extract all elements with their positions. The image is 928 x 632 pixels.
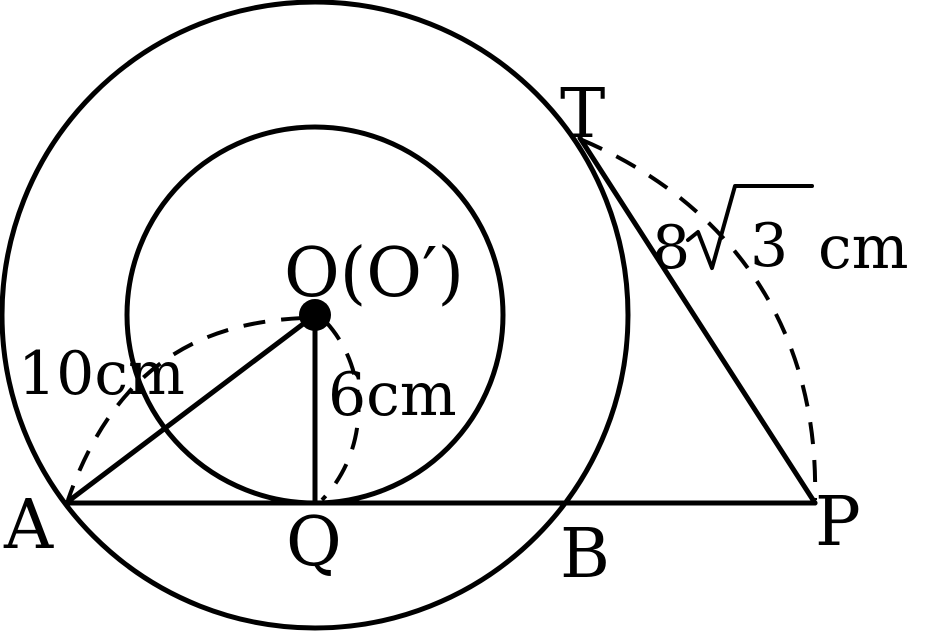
- label-a: A: [3, 486, 54, 565]
- label-p: P: [815, 483, 861, 562]
- sqrt-sign: [686, 184, 814, 270]
- center-point: [299, 299, 331, 331]
- label-q: Q: [286, 503, 342, 582]
- dashed-arc-oa: [66, 316, 304, 501]
- label-t: T: [560, 75, 605, 154]
- measure-oa: 10cm: [18, 339, 185, 409]
- line-oa: [63, 312, 318, 506]
- label-b: B: [560, 515, 610, 594]
- dashed-arc-oq: [320, 320, 361, 502]
- measure-oq: 6cm: [328, 360, 457, 430]
- label-o: O(O′): [284, 234, 464, 313]
- dashed-arc-tp: [581, 138, 818, 501]
- measure-tp-coefficient: 8: [652, 213, 690, 283]
- line-tp: [577, 135, 818, 506]
- measure-tp-radicand: 3: [750, 211, 788, 281]
- outer-circle: [0, 0, 631, 631]
- measure-tp-unit: cm: [818, 213, 909, 283]
